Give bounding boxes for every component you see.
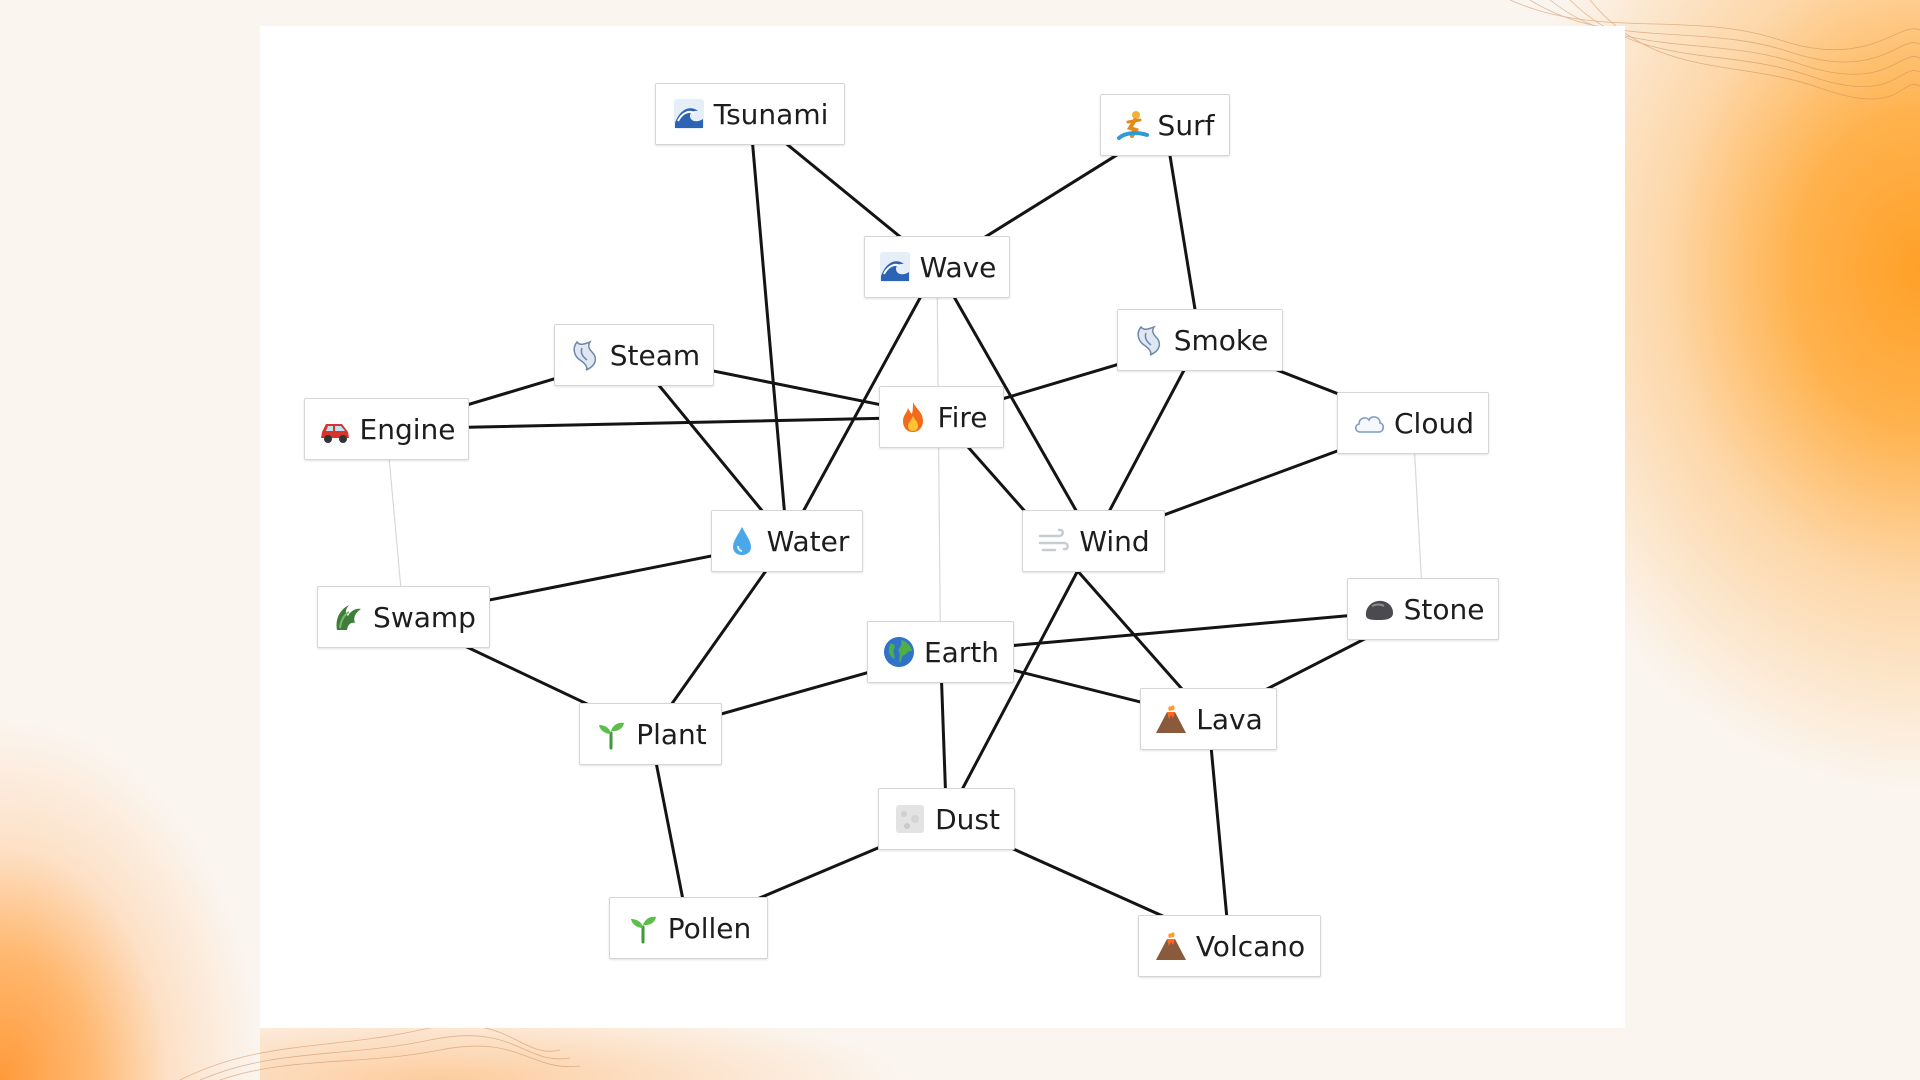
car-icon bbox=[320, 424, 349, 443]
node-stone[interactable]: Stone bbox=[1347, 578, 1499, 640]
stone-icon bbox=[1365, 600, 1393, 620]
wind-icon bbox=[1039, 528, 1070, 552]
node-smoke-label: Smoke bbox=[1173, 323, 1269, 357]
node-pollen[interactable]: Pollen bbox=[609, 897, 768, 959]
node-surf-label: Surf bbox=[1157, 108, 1215, 142]
node-volcano[interactable]: Volcano bbox=[1138, 915, 1321, 977]
wave-icon bbox=[879, 252, 910, 282]
node-smoke[interactable]: Smoke bbox=[1117, 309, 1283, 371]
surfer-icon bbox=[1116, 111, 1149, 140]
volcano-icon bbox=[1156, 705, 1187, 733]
node-steam-label: Steam bbox=[609, 338, 701, 372]
edge-wave-water bbox=[785, 265, 939, 543]
node-water-label: Water bbox=[766, 524, 850, 558]
node-plant[interactable]: Plant bbox=[579, 703, 722, 765]
cloud-icon bbox=[1354, 416, 1385, 433]
node-wave[interactable]: Wave bbox=[864, 236, 1010, 298]
node-engine-label: Engine bbox=[359, 412, 456, 446]
edge-wave-wind bbox=[935, 265, 1095, 543]
dust-icon bbox=[896, 805, 925, 833]
fire-icon bbox=[902, 402, 923, 432]
edge-earth-stone bbox=[939, 607, 1425, 654]
steam-icon bbox=[573, 340, 596, 371]
node-swamp-label: Swamp bbox=[373, 600, 476, 634]
recipe-graph-panel: Tsunami Surf Wave Steam Smoke bbox=[260, 26, 1625, 1028]
globe-icon bbox=[883, 637, 914, 667]
node-cloud[interactable]: Cloud bbox=[1337, 392, 1489, 454]
node-volcano-label: Volcano bbox=[1195, 929, 1306, 963]
node-wind[interactable]: Wind bbox=[1022, 510, 1165, 572]
node-lava[interactable]: Lava bbox=[1140, 688, 1277, 750]
tsunami-wave-icon bbox=[673, 99, 704, 129]
node-steam[interactable]: Steam bbox=[554, 324, 714, 386]
edge-layer bbox=[385, 112, 1425, 948]
node-fire-label: Fire bbox=[937, 400, 988, 434]
smoke-icon bbox=[1137, 325, 1160, 356]
node-wave-label: Wave bbox=[919, 250, 997, 284]
node-earth[interactable]: Earth bbox=[867, 621, 1014, 683]
faint-edge-wave-earth bbox=[936, 266, 942, 653]
faint-edge-engine-swamp bbox=[385, 428, 405, 618]
node-tsunami[interactable]: Tsunami bbox=[655, 83, 845, 145]
node-dust-label: Dust bbox=[935, 802, 1000, 836]
edge-surf-smoke bbox=[1163, 123, 1202, 342]
node-pollen-label: Pollen bbox=[667, 911, 752, 945]
node-cloud-label: Cloud bbox=[1394, 406, 1474, 440]
swamp-icon bbox=[336, 605, 362, 630]
background-glow-bottom bbox=[260, 1020, 1160, 1080]
node-wind-label: Wind bbox=[1079, 524, 1150, 558]
edge-tsunami-water bbox=[748, 112, 789, 543]
node-water[interactable]: Water bbox=[711, 510, 863, 572]
node-dust[interactable]: Dust bbox=[878, 788, 1015, 850]
node-earth-label: Earth bbox=[923, 635, 1000, 669]
node-engine[interactable]: Engine bbox=[304, 398, 469, 460]
edge-engine-fire bbox=[385, 415, 943, 431]
node-tsunami-label: Tsunami bbox=[713, 97, 829, 131]
seedling-icon bbox=[599, 722, 625, 750]
edge-smoke-wind bbox=[1092, 338, 1202, 543]
edge-wind-dust bbox=[945, 539, 1095, 821]
background-glow-left bbox=[0, 560, 300, 1080]
node-swamp[interactable]: Swamp bbox=[317, 586, 490, 648]
seedling-icon bbox=[630, 916, 656, 944]
edge-water-plant bbox=[649, 539, 789, 736]
node-plant-label: Plant bbox=[636, 717, 707, 751]
edge-lava-volcano bbox=[1207, 717, 1231, 948]
volcano-icon bbox=[1155, 932, 1186, 960]
node-stone-label: Stone bbox=[1403, 592, 1485, 626]
water-drop-icon bbox=[732, 527, 751, 555]
node-surf[interactable]: Surf bbox=[1100, 94, 1230, 156]
node-lava-label: Lava bbox=[1196, 702, 1263, 736]
edge-plant-pollen bbox=[649, 732, 690, 930]
node-fire[interactable]: Fire bbox=[879, 386, 1004, 448]
